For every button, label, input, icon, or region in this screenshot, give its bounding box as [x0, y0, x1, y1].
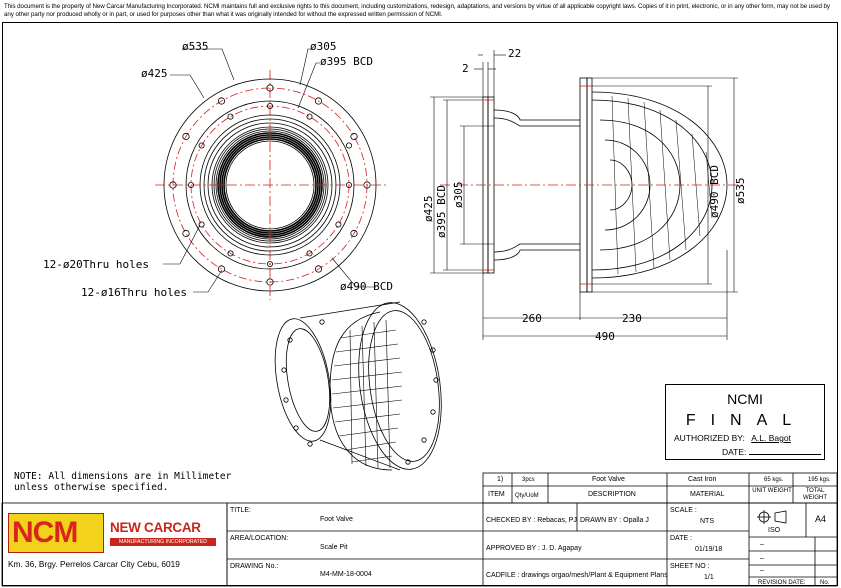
holes-20-label: 12-ø20Thru holes: [43, 258, 149, 271]
front-dim-490: ø490 BCD: [340, 280, 393, 293]
side-dim-305: ø305: [452, 182, 465, 209]
revision-1: –: [760, 541, 764, 548]
note-line-1: NOTE: All dimensions are in Millimeter: [14, 471, 232, 482]
bom-header-description: DESCRIPTION: [588, 491, 636, 498]
logo-brand-name: NEW CARCAR: [110, 520, 201, 535]
bom-header-unit-weight: UNIT WEIGHT: [752, 488, 792, 494]
bom-header-item: ITEM: [488, 491, 505, 498]
iso-view: [274, 301, 442, 471]
bom-unit-weight: 65 kgs.: [764, 477, 784, 483]
approved-by: APPROVED BY : J. D. Agapay: [486, 545, 582, 552]
drawing-frame: [2, 22, 838, 586]
side-dim-230: 230: [622, 312, 642, 325]
drawing-number-label: DRAWING No.:: [230, 563, 279, 570]
front-dim-395: ø395 BCD: [320, 55, 373, 68]
area-label: AREA/LOCATION:: [230, 535, 289, 542]
side-dim-395: ø395 BCD: [435, 185, 448, 238]
cad-file: CADFILE : drawings orgao/mesh/Plant & Eq…: [486, 572, 668, 579]
side-dim-22: 22: [508, 47, 521, 60]
company-address: Km. 36, Brgy. Perrelos Carcar City Cebu,…: [8, 559, 180, 569]
scale-value: NTS: [700, 518, 714, 525]
stamp-date-label: DATE:: [722, 447, 747, 457]
date-label: DATE :: [670, 535, 693, 542]
outer-bolt-holes: [169, 84, 371, 286]
bom-header-qty: Qty/UoM: [515, 493, 539, 499]
copyright-disclaimer: This document is the property of New Car…: [4, 3, 830, 18]
iso-bolt-holes: [281, 319, 439, 465]
side-dim-260: 260: [522, 312, 542, 325]
iso-symbol-icon: [757, 510, 787, 524]
date-value: 01/19/18: [695, 546, 723, 553]
side-dim-490-length: 490: [595, 330, 615, 343]
drawn-by: DRAWN BY : Opalla J: [580, 517, 649, 524]
bom-description: Foot Valve: [592, 476, 625, 483]
paper-size: A4: [815, 514, 827, 524]
revision-3: –: [760, 567, 764, 574]
front-view: [155, 48, 388, 300]
logo-brand: NEW CARCAR MANUFACTURING INCORPORATED: [106, 513, 218, 553]
area-value: Scale Pit: [320, 544, 348, 551]
front-dim-425: ø425: [141, 67, 168, 80]
scale-label: SCALE :: [670, 507, 697, 514]
title-block-lines: [1, 472, 838, 587]
inner-bolt-holes: [187, 103, 352, 267]
bom-qty: 3pcs: [522, 477, 535, 483]
title-value: Foot Valve: [320, 516, 353, 523]
side-view: [430, 50, 745, 340]
side-dim-535: ø535: [734, 178, 747, 205]
drawing-number-value: M4-MM-18-0004: [320, 571, 372, 578]
logo-ncm-mark: NCM: [8, 513, 104, 553]
checked-by: CHECKED BY : Rebacas, PJ: [486, 517, 577, 524]
side-dim-490: ø490 BCD: [708, 165, 721, 218]
authorized-name: A.L. Bagot: [751, 433, 791, 443]
stamp-status: FINAL: [685, 412, 807, 429]
front-leaders: [163, 48, 376, 293]
front-dim-305: ø305: [310, 40, 337, 53]
stamp-authorized: AUTHORIZED BY: A.L. Bagot: [674, 433, 805, 443]
dimensions-note: NOTE: All dimensions are in Millimeter u…: [14, 471, 231, 493]
holes-16-label: 12-ø16Thru holes: [81, 286, 187, 299]
authorized-label: AUTHORIZED BY:: [674, 433, 745, 443]
revision-no-label: No.: [820, 580, 830, 586]
side-dim-2: 2: [462, 62, 469, 75]
iso-label: ISO: [768, 527, 781, 534]
bom-header-material: MATERIAL: [690, 491, 725, 498]
bom-header-total-weight: TOTAL WEIGHT: [803, 488, 827, 501]
revision-2: –: [760, 555, 764, 562]
sheet-label: SHEET NO :: [670, 563, 710, 570]
revision-date-label: REVISION DATE:: [758, 580, 806, 586]
stamp-date: DATE:: [722, 447, 821, 457]
bom-item: 1): [497, 476, 504, 483]
sheet-value: 1/1: [704, 574, 714, 581]
logo-ncm-text: NCM: [12, 516, 78, 549]
stamp-company: NCMI: [727, 391, 763, 407]
approval-stamp: NCMI FINAL AUTHORIZED BY: A.L. Bagot DAT…: [665, 384, 825, 460]
company-logo: NCM NEW CARCAR MANUFACTURING INCORPORATE…: [8, 513, 219, 553]
note-line-2: unless otherwise specified.: [14, 482, 169, 493]
logo-tagline: MANUFACTURING INCORPORATED: [110, 538, 216, 546]
front-dim-535: ø535: [182, 40, 209, 53]
bom-material: Cast Iron: [688, 476, 717, 483]
side-dim-425: ø425: [422, 196, 435, 223]
title-label: TITLE:: [230, 507, 252, 514]
bom-total-weight: 195 kgs.: [808, 477, 831, 483]
